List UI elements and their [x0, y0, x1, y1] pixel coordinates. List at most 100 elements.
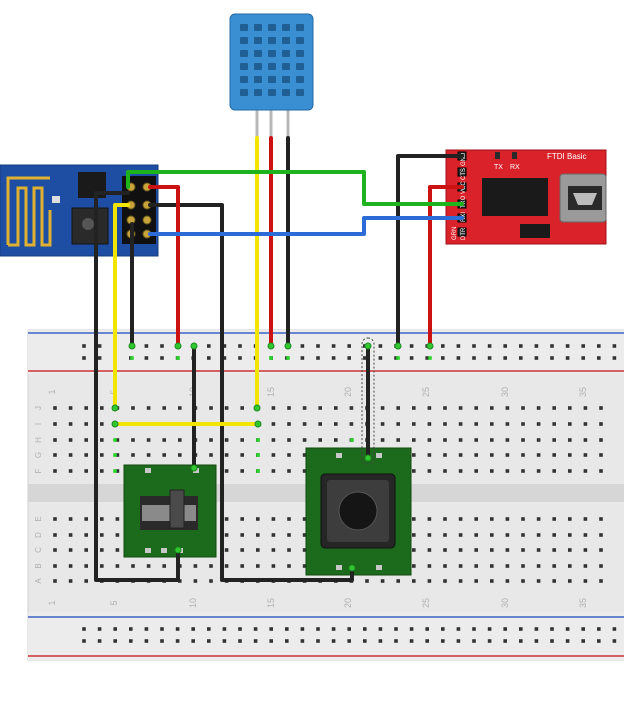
wire-red — [148, 185, 180, 348]
breadboard-hole — [521, 469, 525, 473]
rail-hole — [581, 627, 585, 631]
breadboard-hole — [490, 438, 494, 442]
rail-hole — [425, 356, 429, 360]
breadboard-hole — [193, 579, 198, 583]
breadboard-hole — [240, 564, 244, 568]
breadboard-hole — [287, 564, 291, 568]
breadboard-hole — [599, 422, 603, 426]
ftdi-pin-label-rxi: RXI — [461, 212, 467, 222]
rail-hole — [534, 639, 539, 643]
rail-hole — [550, 344, 554, 348]
breadboard-hole — [115, 564, 120, 568]
breadboard-hole — [240, 453, 244, 457]
rail-hole — [347, 356, 351, 360]
breadboard-hole — [583, 548, 588, 552]
rail-hole — [175, 639, 180, 643]
rail-hole — [97, 639, 102, 643]
rail-hole — [378, 639, 383, 643]
breadboard-hole — [271, 533, 276, 537]
rail-hole — [612, 639, 617, 643]
breadboard-hole — [505, 517, 510, 521]
push-button-cap[interactable] — [338, 491, 378, 531]
col-number-top-35: 35 — [578, 387, 588, 397]
breadboard-hole — [224, 517, 229, 521]
esp-pin — [142, 215, 152, 225]
breadboard-hole — [53, 517, 57, 521]
ftdi-pin-label-grn: GRN — [452, 227, 458, 240]
ftdi-pin-label-gnd: GND — [461, 152, 467, 166]
rail-hole — [409, 639, 414, 643]
rail-hole — [238, 356, 242, 360]
slide-switch-lever[interactable] — [169, 489, 185, 529]
breadboard-hole — [458, 579, 463, 583]
breadboard-hole — [599, 564, 603, 568]
rail-hole — [612, 356, 617, 360]
breadboard-hole — [599, 517, 603, 521]
breadboard-hole — [599, 579, 603, 583]
breadboard-hole — [568, 548, 572, 552]
breadboard-hole — [490, 517, 494, 521]
rail-hole — [160, 356, 164, 360]
breadboard-hole — [84, 469, 88, 473]
breadboard-hole — [365, 579, 369, 583]
rail-hole — [441, 344, 445, 348]
rail-hole — [581, 344, 585, 348]
breadboard-hole — [427, 579, 432, 583]
rail-hole — [160, 627, 164, 631]
wire-end — [174, 546, 182, 554]
rail-hole — [456, 356, 461, 360]
breadboard-hole — [396, 422, 400, 426]
rail-hole — [519, 627, 523, 631]
breadboard-hole — [599, 438, 603, 442]
push-button-pad — [336, 565, 342, 570]
breadboard-hole — [146, 406, 151, 410]
breadboard-hole — [271, 422, 276, 426]
breadboard-hole — [396, 406, 400, 410]
breadboard-hole — [380, 438, 385, 442]
breadboard-hole — [443, 406, 447, 410]
wire-end — [364, 454, 372, 462]
breadboard-hole — [427, 406, 432, 410]
breadboard-hole — [505, 579, 510, 583]
breadboard-hole — [505, 453, 510, 457]
breadboard-hole — [427, 564, 432, 568]
breadboard-hole — [583, 579, 588, 583]
rail-hole — [113, 639, 117, 643]
connected-hole — [256, 469, 260, 473]
rail-hole — [331, 627, 336, 631]
wire-end — [284, 342, 292, 350]
row-letter-b: B — [34, 563, 43, 568]
row-letter-a: A — [34, 578, 43, 584]
breadboard-hole — [146, 438, 151, 442]
breadboard-hole — [521, 406, 525, 410]
breadboard-hole — [68, 453, 73, 457]
breadboard-hole — [84, 438, 88, 442]
breadboard-hole — [458, 406, 463, 410]
breadboard-hole — [552, 453, 556, 457]
dht-vent-grid — [240, 24, 304, 96]
rail-hole — [191, 627, 195, 631]
breadboard-hole — [68, 533, 73, 537]
breadboard-hole — [505, 548, 510, 552]
col-number-bottom-25: 25 — [421, 598, 431, 608]
breadboard-hole — [552, 533, 556, 537]
ftdi-tx-label: TX — [494, 164, 503, 171]
slide-switch-metal — [142, 505, 196, 521]
breadboard-hole — [53, 564, 57, 568]
breadboard-hole — [521, 533, 525, 537]
rail-hole — [331, 639, 336, 643]
dht-vent — [268, 76, 276, 83]
breadboard-hole — [443, 564, 447, 568]
rail-hole — [597, 344, 601, 348]
rail-hole — [347, 627, 351, 631]
rail-hole — [565, 639, 570, 643]
rail-hole — [82, 356, 86, 360]
rail-hole — [253, 627, 258, 631]
rail-hole — [285, 639, 289, 643]
breadboard-hole — [396, 438, 400, 442]
connected-hole — [113, 438, 117, 442]
ftdi-pin-label-dtr: DTR — [461, 227, 467, 240]
dht-vent — [282, 89, 290, 96]
rail-hole — [331, 344, 336, 348]
slide-switch — [123, 464, 217, 558]
